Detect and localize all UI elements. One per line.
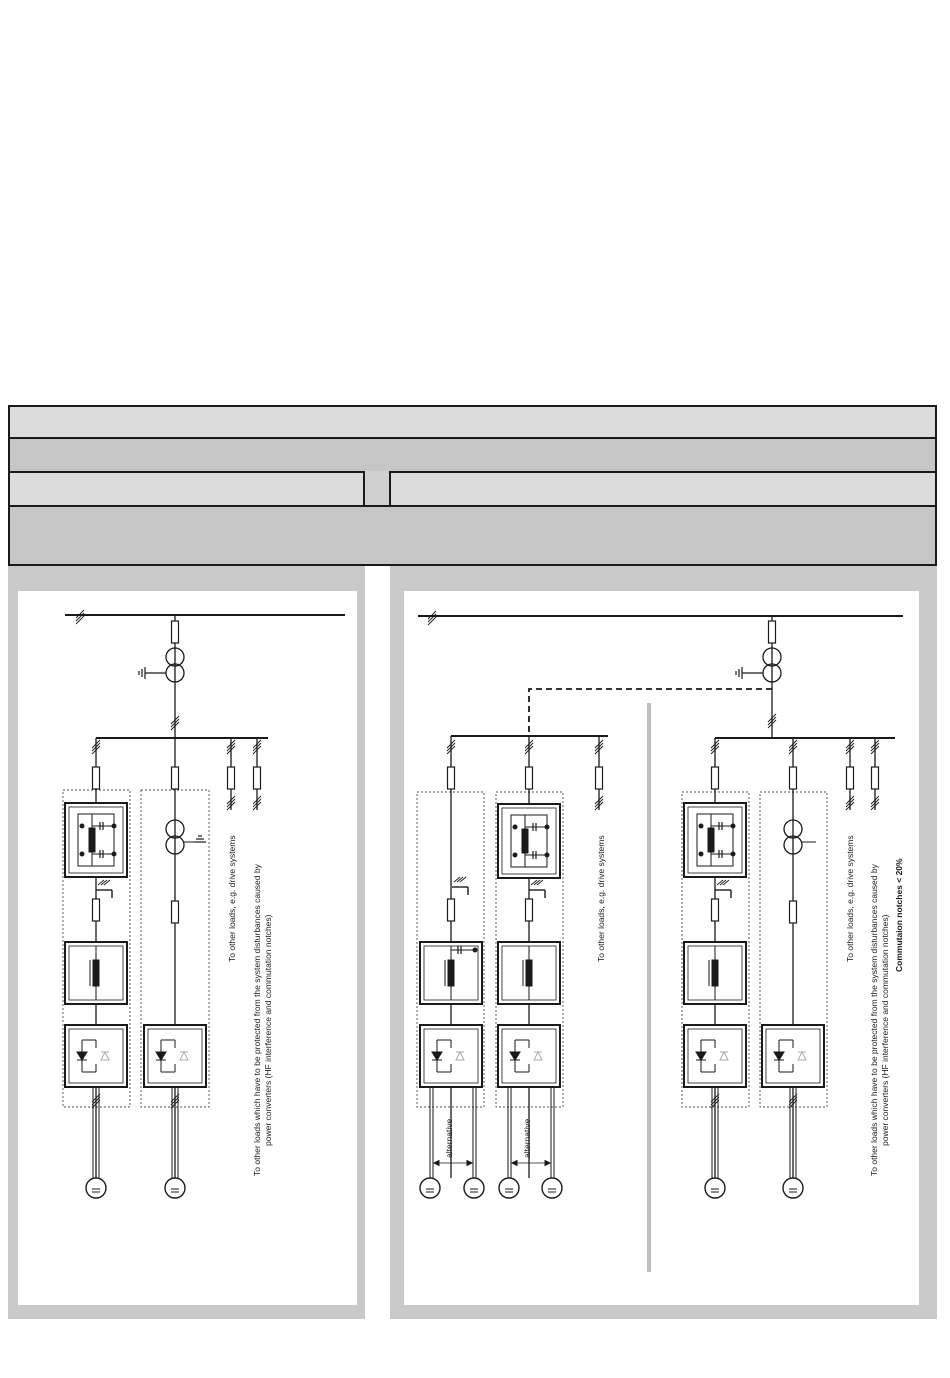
right-protected-label-1: To other loads which have to be protecte… xyxy=(869,863,879,1176)
right-panel-content xyxy=(404,591,919,1305)
right-diagram xyxy=(416,610,903,1272)
right-b-other-loads-label: To other loads, e.g. drive systems xyxy=(845,835,855,962)
header-row-4 xyxy=(8,505,937,566)
right-protected-label-2: power converters (HF interference and co… xyxy=(880,914,890,1146)
header-row-2 xyxy=(8,437,937,473)
alternative-label-2: alternative xyxy=(522,1119,532,1158)
commutation-notches-label: Commutaion notches < 20% xyxy=(894,858,904,972)
left-diagram xyxy=(62,609,345,1199)
left-protected-label-1: To other loads which have to be protecte… xyxy=(252,863,262,1176)
left-other-loads-label: To other loads, e.g. drive systems xyxy=(227,835,237,962)
alternative-label-1: alternative xyxy=(444,1119,454,1158)
right-a-other-loads-label: To other loads, e.g. drive systems xyxy=(596,835,606,962)
header-row-3-mid xyxy=(363,471,391,507)
left-protected-label-2: power converters (HF interference and co… xyxy=(263,914,273,1146)
